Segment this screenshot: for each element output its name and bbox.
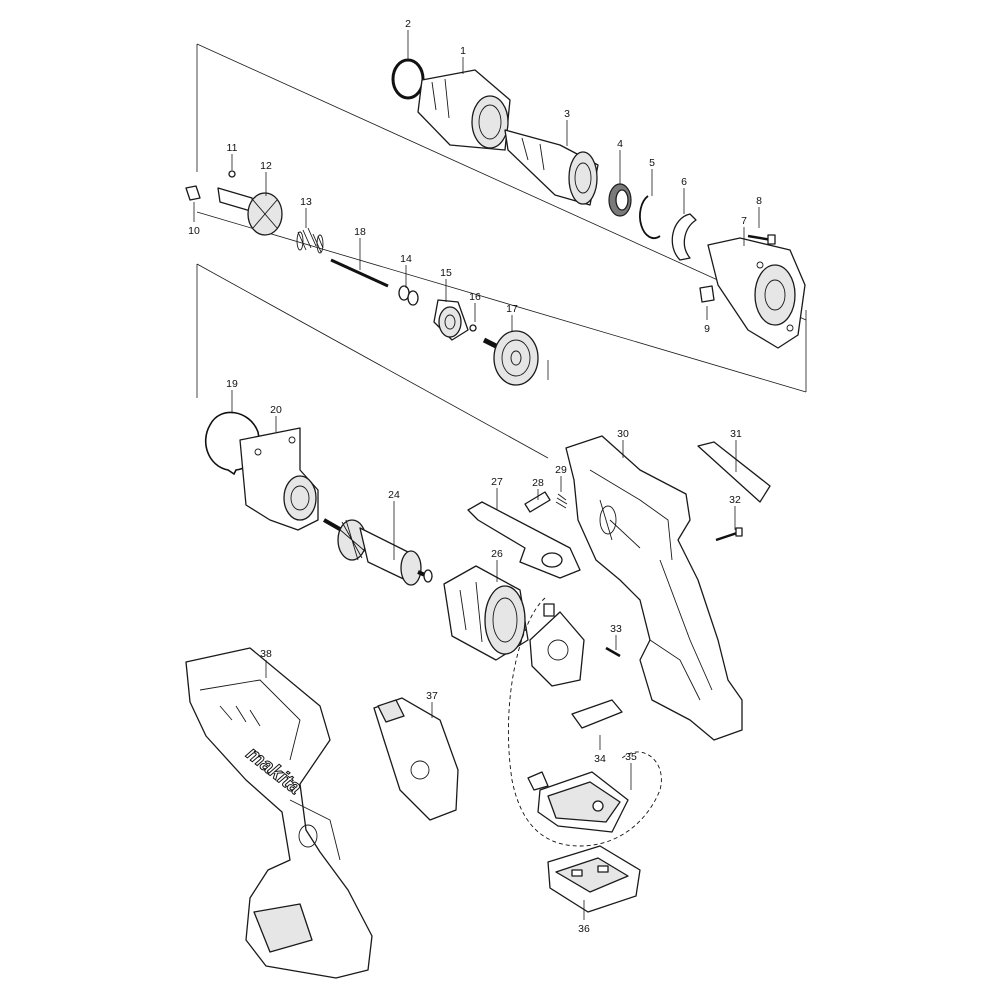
part-26-stator [443,565,529,661]
part-13-spring [296,227,324,254]
label-30: 30 [617,428,629,440]
part-10-cap [185,185,201,201]
label-1: 1 [460,45,466,57]
label-34: 34 [594,753,606,765]
part-9-block [699,285,715,303]
label-15: 15 [440,267,452,279]
part-1-sleeve [417,69,511,151]
label-26: 26 [491,548,503,560]
part-31-name-plate [697,441,771,503]
label-7: 7 [741,215,747,227]
assembly-frame-lower [196,211,807,459]
label-20: 20 [270,404,282,416]
part-29-spring [555,493,568,509]
part-12-spindle [217,187,283,236]
label-3: 3 [564,108,570,120]
label-27: 27 [491,476,503,488]
part-24-rotor [323,518,433,586]
label-33: 33 [610,623,622,635]
part-16-ball [469,324,477,332]
part-36-terminal [547,845,641,913]
part-33-screw [605,646,621,658]
part-4-bearing [608,183,632,217]
label-18: 18 [354,226,366,238]
label-13: 13 [300,196,312,208]
label-10: 10 [188,225,200,237]
part-30-housing-right [565,435,743,741]
part-37-switch [373,697,459,821]
part-27-switch-lever [467,501,581,579]
label-9: 9 [704,323,710,335]
part-34-rubber-pad [571,699,623,729]
label-28: 28 [532,477,544,489]
label-36: 36 [578,923,590,935]
part-15-clutch-cam [433,299,469,341]
part-35-controller-group [507,597,662,847]
part-5-retaining-ring [639,195,661,239]
label-16: 16 [469,291,481,303]
label-5: 5 [649,157,655,169]
label-37: 37 [426,690,438,702]
part-17-spindle-gear [482,330,539,386]
part-8-screw [747,234,776,245]
part-number-labels: 1 2 3 4 5 6 7 8 9 10 11 12 13 14 15 16 1… [188,18,762,935]
label-12: 12 [260,160,272,172]
label-8: 8 [756,195,762,207]
label-17: 17 [506,303,518,315]
label-31: 31 [730,428,742,440]
part-7-gear-housing [707,237,806,349]
label-32: 32 [729,494,741,506]
part-28-pin [524,491,551,513]
label-11: 11 [227,142,238,154]
assembly-frame-upper [196,43,807,392]
label-6: 6 [681,176,687,188]
part-38-housing-left: makita [185,647,373,979]
label-29: 29 [555,464,567,476]
label-38: 38 [260,648,272,660]
label-24: 24 [388,489,400,501]
part-20-motor-cover [239,427,319,531]
part-6-clip-ring [671,213,697,261]
part-18-pin [330,258,389,288]
part-2-o-ring [391,58,425,100]
part-11-steel-ball [228,170,236,178]
part-32-screw [715,527,743,542]
leader-lines [193,30,760,920]
label-2: 2 [405,18,411,30]
label-14: 14 [400,253,412,265]
label-19: 19 [226,378,238,390]
label-35: 35 [625,751,637,763]
part-3-spindle-housing [504,129,599,206]
label-4: 4 [617,138,623,150]
part-14-washer [398,285,419,306]
